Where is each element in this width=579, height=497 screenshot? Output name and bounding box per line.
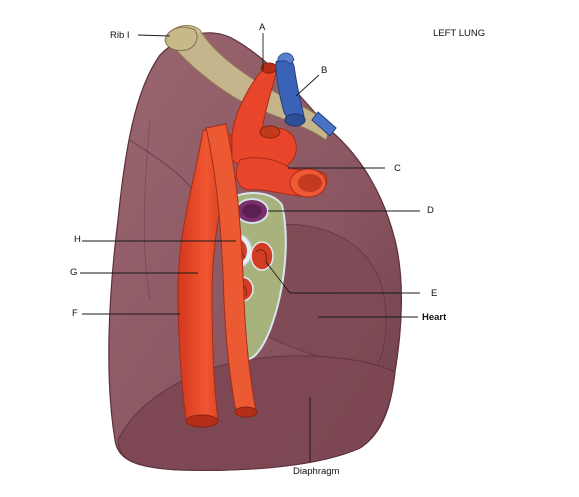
vein-cut-end [284,113,306,127]
rib-head [164,26,198,51]
label-c: C [394,163,401,174]
label-heart: Heart [422,312,447,323]
esophagus-cut-end [234,406,258,418]
label-d: D [427,205,434,216]
label-e: E [431,288,438,299]
label-f: F [72,308,78,319]
arch-branch-cut [259,125,281,139]
leader-b [295,74,320,97]
lung-fissure [143,119,151,301]
label-a: A [259,22,266,33]
vein-stub [277,52,295,65]
leader-rib [137,34,171,37]
pulmonary-artery-lumen [298,174,322,192]
pulmonary-vein-upper-lumen [255,249,267,263]
pulmonary-vein-upper [250,241,274,271]
superior-intercostal-vein [311,111,337,137]
label-diaphragm: Diaphragm [293,466,340,477]
aorta-cut-end [185,414,219,428]
lymph-node-inner [242,204,262,218]
label-b: B [321,65,328,76]
leader-lines [80,33,420,462]
label-g: G [70,267,78,278]
leader-e-branch [265,261,291,294]
diagram-title: LEFT LUNG [433,28,486,39]
label-rib-one: Rib I [110,30,130,41]
label-h: H [74,234,81,245]
